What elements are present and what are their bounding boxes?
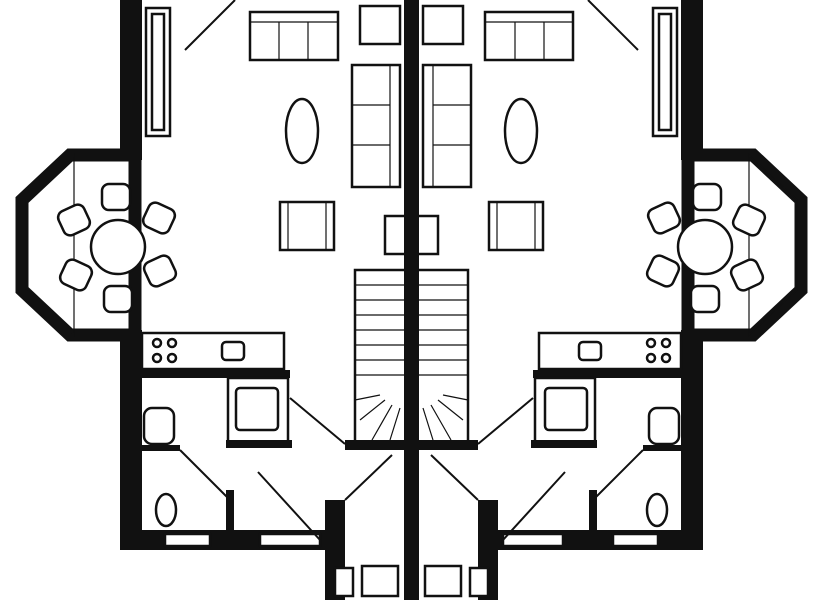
unit-right	[416, 0, 801, 600]
unit-left	[22, 0, 407, 600]
party-wall	[404, 0, 419, 600]
